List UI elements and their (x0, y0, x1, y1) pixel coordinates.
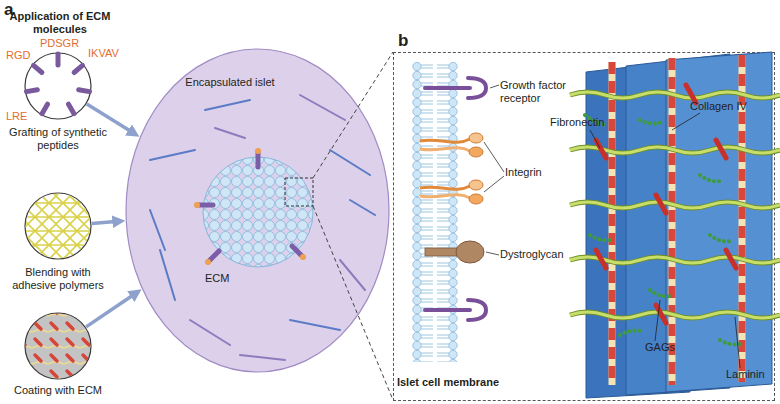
dystroglycan (456, 241, 484, 263)
method-circle-shape (25, 313, 91, 379)
peptide-label: PDSGR (40, 37, 80, 50)
ecm-component-label: Fibronectin (550, 116, 610, 129)
integrin-head (469, 147, 483, 157)
method-circle-outline (24, 52, 92, 120)
fibronectin-rod (596, 85, 736, 323)
integrin-head (469, 133, 483, 143)
method-label: Coating with ECM (0, 384, 117, 397)
integrin-alpha (420, 139, 470, 189)
leader-line (590, 113, 740, 368)
method-circle: Coating with ECM (24, 312, 92, 380)
connector-group (86, 293, 136, 327)
capsule-circle: Encapsulated isletECM (125, 48, 390, 373)
ecm-component-label: Collagen IV (690, 100, 754, 113)
flow-arrow (86, 293, 136, 327)
method-circle-shape (25, 53, 91, 119)
basement-sheet (586, 60, 690, 398)
ecm-component-label: GAGs (645, 341, 681, 354)
ecm-component-label: Laminin (726, 368, 772, 381)
method-label: Blending with adhesive polymers (9, 266, 107, 292)
membrane-label: Islet cell membrane (388, 376, 508, 389)
method-label: Grafting of synthetic peptides (9, 126, 107, 152)
panel-letter: b (398, 31, 414, 51)
protein-label: Growth factor receptor (500, 79, 574, 105)
basement-sheet (666, 52, 772, 392)
flow-arrow (92, 221, 118, 223)
connector-group (92, 221, 118, 223)
leader-line (484, 85, 504, 255)
ecm-coating (26, 314, 91, 379)
peptide-label: RGD (6, 49, 36, 62)
method-circle-outline (24, 192, 92, 260)
method-circle-outline (24, 312, 92, 380)
column-heading: Application of ECM molecules (1, 10, 119, 36)
capsule-circle-outline (125, 48, 390, 373)
ecm-label: ECM (205, 272, 245, 285)
growth-factor-receptor (425, 78, 486, 320)
peptide-label: IKVAV (88, 47, 128, 60)
peptide-label: LRE (6, 110, 36, 123)
capsule-circle-shape (126, 49, 389, 372)
capsule-label: Encapsulated islet (175, 76, 285, 89)
integrin-head (469, 194, 483, 204)
gag-chain (585, 115, 740, 345)
lipid-bilayer (412, 62, 458, 362)
protein-label: Dystroglycan (500, 248, 574, 261)
integrin-beta (420, 148, 470, 198)
method-circle: Grafting of synthetic peptides (24, 52, 92, 120)
integrin-head (469, 180, 483, 190)
polymer-blend (26, 194, 91, 259)
protein-label: Integrin (505, 166, 555, 179)
method-circle-shape (25, 193, 91, 259)
dystroglycan-stalk (425, 248, 459, 256)
method-circle: Blending with adhesive polymers (24, 192, 92, 260)
